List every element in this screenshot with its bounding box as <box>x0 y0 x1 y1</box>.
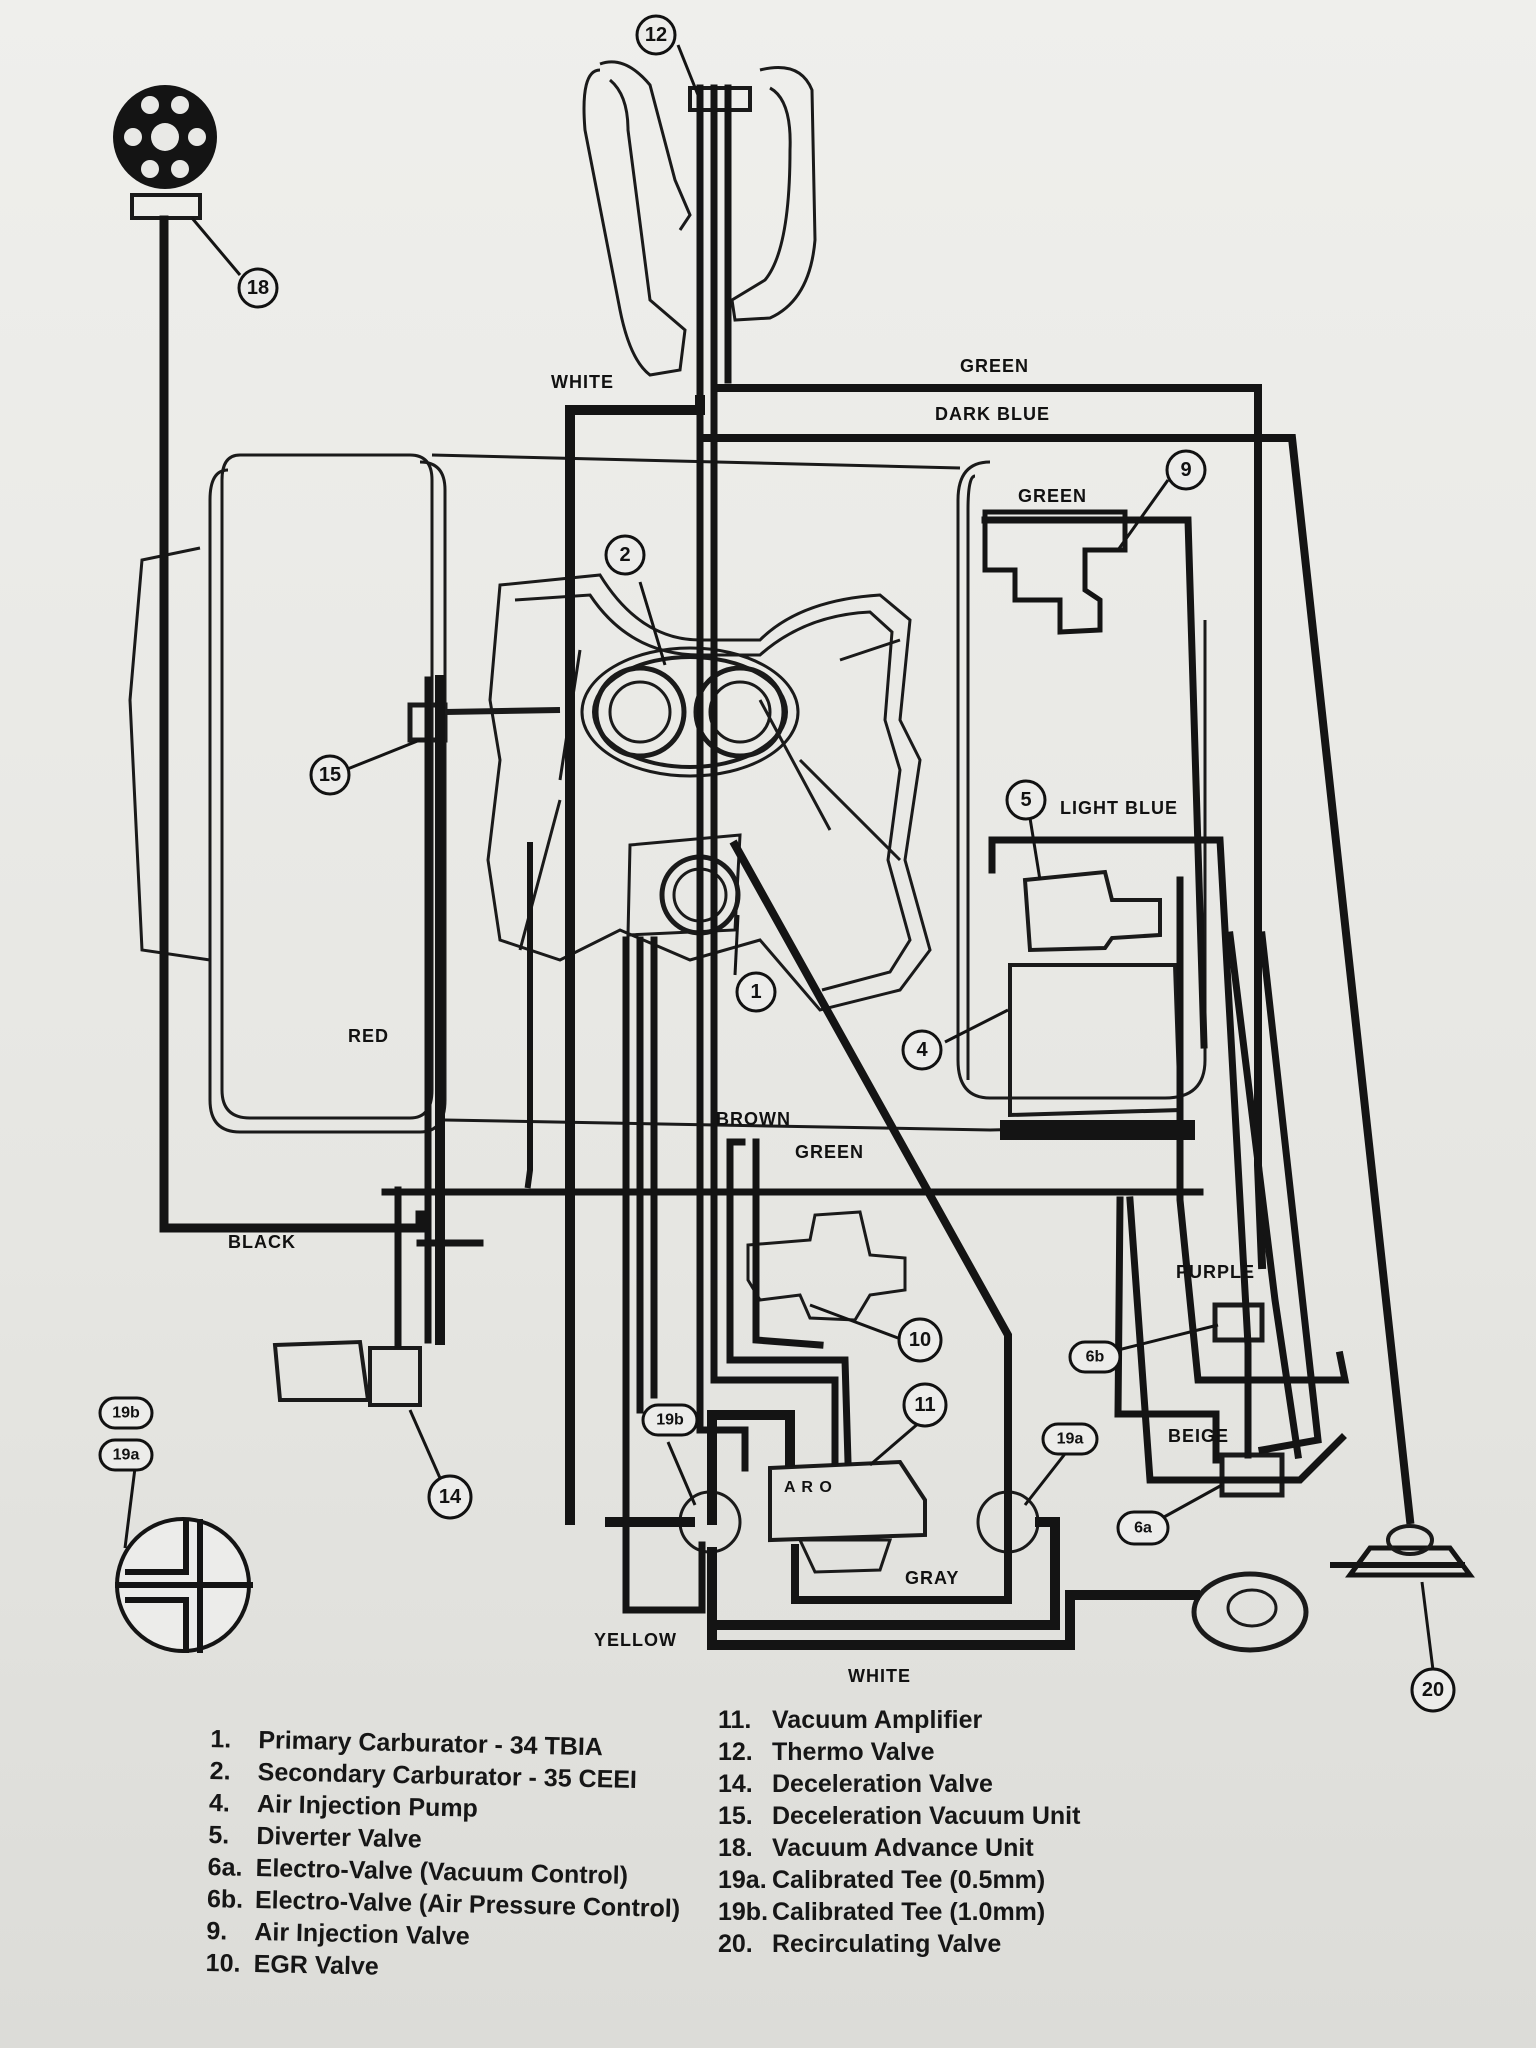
callout-19a-inset: 19a <box>98 1438 154 1472</box>
callout-10: 10 <box>897 1317 943 1363</box>
svg-text:1: 1 <box>750 981 761 1003</box>
engine-outline <box>113 60 1475 1653</box>
svg-text:19a: 19a <box>113 1447 140 1464</box>
svg-text:10: 10 <box>909 1329 931 1351</box>
label-red: RED <box>348 1026 389 1046</box>
callout-19b-inset: 19b <box>98 1396 154 1430</box>
label-purple: PURPLE <box>1176 1262 1255 1282</box>
svg-text:4: 4 <box>916 1039 928 1061</box>
svg-text:18: 18 <box>247 277 269 299</box>
callout-20: 20 <box>1410 1667 1456 1713</box>
label-light-blue: LIGHT BLUE <box>1060 798 1178 818</box>
label-gray: GRAY <box>905 1568 959 1588</box>
legend-item: 12.Thermo Valve <box>718 1738 935 1766</box>
svg-text:19b: 19b <box>112 1405 140 1422</box>
svg-text:6a: 6a <box>1134 1520 1152 1537</box>
svg-text:14: 14 <box>439 1486 462 1508</box>
svg-text:15: 15 <box>319 764 341 786</box>
label-black: BLACK <box>228 1232 296 1252</box>
label-white-top: WHITE <box>551 372 614 392</box>
callout-1: 1 <box>735 971 777 1013</box>
label-beige: BEIGE <box>1168 1426 1229 1446</box>
callout-15: 15 <box>309 754 351 796</box>
callout-14: 14 <box>427 1474 473 1520</box>
label-white-bottom: WHITE <box>848 1666 911 1686</box>
callout-11: 11 <box>902 1382 948 1428</box>
callout-19a: 19a <box>1041 1422 1099 1456</box>
legend-item: 11.Vacuum Amplifier <box>718 1706 983 1734</box>
calibrated-tee-inset <box>115 1467 253 1653</box>
svg-text:19b: 19b <box>656 1412 684 1429</box>
svg-text:12: 12 <box>645 24 667 46</box>
hose-labels: WHITE GREEN DARK BLUE GREEN LIGHT BLUE R… <box>228 356 1255 1686</box>
svg-text:11: 11 <box>914 1394 935 1416</box>
label-brown: BROWN <box>716 1109 791 1129</box>
callout-5: 5 <box>1005 779 1047 821</box>
callout-2: 2 <box>604 534 646 576</box>
label-dark-blue: DARK BLUE <box>935 404 1050 424</box>
legend-item: 19b.Calibrated Tee (1.0mm) <box>718 1898 1046 1926</box>
legend-item: 14.Deceleration Valve <box>718 1770 993 1798</box>
label-green-right: GREEN <box>1018 486 1087 506</box>
svg-text:5: 5 <box>1020 789 1031 811</box>
legend-right: 11.Vacuum Amplifier 12.Thermo Valve 14.D… <box>718 1704 1080 1960</box>
callouts: 12 18 2 9 15 5 1 4 10 11 19b 19a 6b 6a 1… <box>98 14 1456 1713</box>
legend-item: 18.Vacuum Advance Unit <box>718 1834 1034 1862</box>
callout-4: 4 <box>901 1029 943 1071</box>
svg-text:9: 9 <box>1180 459 1191 481</box>
callout-6a: 6a <box>1116 1510 1170 1546</box>
svg-text:2: 2 <box>619 544 630 566</box>
legend-item: 20.Recirculating Valve <box>718 1930 1002 1958</box>
svg-text:19a: 19a <box>1057 1431 1084 1448</box>
vacuum-hoses <box>159 84 1415 1650</box>
label-green-top: GREEN <box>960 356 1029 376</box>
legend-left: 1.Primary Carburator - 34 TBIA 2.Seconda… <box>205 1723 683 1989</box>
callout-12: 12 <box>635 14 677 56</box>
valve-port-labels: A R O <box>784 1479 833 1496</box>
svg-text:20: 20 <box>1422 1679 1444 1701</box>
callout-18: 18 <box>237 267 279 309</box>
legend-item: 15.Deceleration Vacuum Unit <box>718 1802 1081 1830</box>
callout-leaders <box>190 44 1435 1671</box>
svg-text:6b: 6b <box>1086 1349 1105 1366</box>
callout-19b: 19b <box>641 1403 699 1437</box>
label-yellow: YELLOW <box>594 1630 677 1650</box>
callout-6b: 6b <box>1068 1340 1122 1374</box>
legend-item: 19a.Calibrated Tee (0.5mm) <box>718 1866 1046 1894</box>
callout-9: 9 <box>1165 449 1207 491</box>
label-green-mid: GREEN <box>795 1142 864 1162</box>
